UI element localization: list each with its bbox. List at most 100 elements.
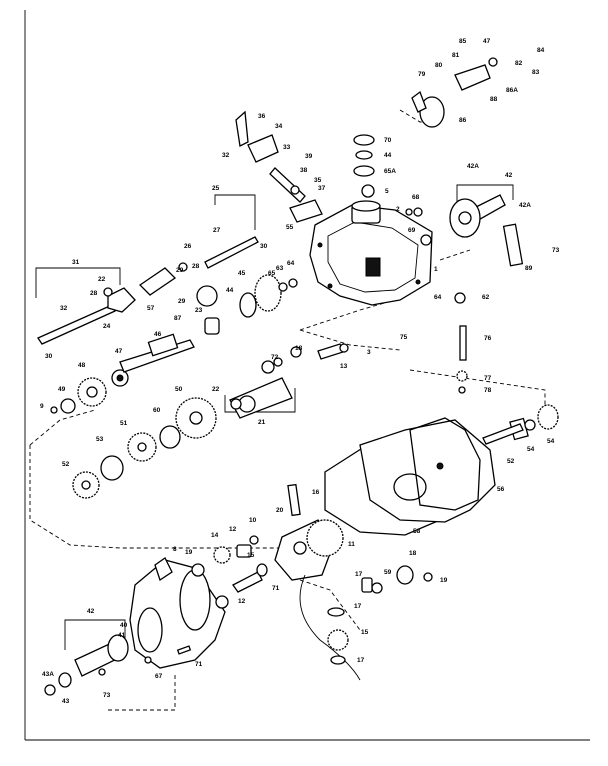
top-linkage-parts [235, 110, 323, 223]
label-58: 58 [413, 528, 421, 535]
label-65: 65 [268, 270, 276, 277]
label-40: 40 [120, 622, 128, 629]
label-75: 75 [400, 334, 408, 341]
label-71: 71 [272, 585, 280, 592]
label-46: 46 [154, 331, 162, 338]
shift-fork-assembly [37, 262, 188, 345]
label-19b: 19 [440, 577, 448, 584]
bevel-gear-assembly [196, 236, 298, 335]
label-27: 27 [213, 227, 221, 234]
label-53: 53 [96, 436, 104, 443]
label-72: 72 [271, 354, 279, 361]
frame-lines [24, 10, 590, 741]
label-1: 1 [434, 266, 438, 273]
label-29a: 29 [176, 267, 184, 274]
label-60: 60 [153, 407, 161, 414]
label-70: 70 [384, 137, 392, 144]
label-32b: 32 [60, 305, 68, 312]
label-84: 84 [537, 47, 545, 54]
label-42a: 42A [467, 163, 479, 170]
washer-stack [353, 134, 375, 198]
label-50: 50 [175, 386, 183, 393]
label-12b: 12 [238, 598, 246, 605]
label-44b: 44 [226, 287, 234, 294]
label-89: 89 [525, 265, 533, 272]
label-42b: 42 [87, 608, 95, 615]
label-59: 59 [384, 569, 392, 576]
label-18: 18 [295, 345, 303, 352]
label-28b: 28 [192, 263, 200, 270]
label-24: 24 [103, 323, 111, 330]
label-39: 39 [305, 153, 313, 160]
label-56: 56 [497, 486, 505, 493]
label-38: 38 [300, 167, 308, 174]
gear-train-upper [50, 333, 195, 414]
label-44: 44 [384, 152, 392, 159]
label-48: 48 [78, 362, 86, 369]
label-79: 79 [418, 71, 426, 78]
label-17c: 17 [357, 657, 365, 664]
label-45: 45 [238, 270, 246, 277]
label-23: 23 [195, 307, 203, 314]
label-76: 76 [484, 335, 492, 342]
label-20: 20 [276, 507, 284, 514]
label-32: 32 [222, 152, 230, 159]
label-30b: 30 [45, 353, 53, 360]
label-9: 9 [40, 403, 44, 410]
label-42a-2: 42A [519, 202, 531, 209]
label-71b: 71 [195, 661, 203, 668]
label-8: 8 [173, 546, 177, 553]
part-number-labels: 85 47 84 81 82 83 80 86A 88 79 86 36 34 … [40, 38, 560, 705]
label-63: 63 [276, 265, 284, 272]
lower-small-parts [98, 207, 559, 676]
label-15: 15 [247, 552, 255, 559]
label-41: 41 [118, 632, 126, 639]
label-26: 26 [184, 243, 192, 250]
label-13: 13 [340, 363, 348, 370]
label-51: 51 [120, 420, 128, 427]
label-62: 62 [482, 294, 490, 301]
label-36: 36 [258, 113, 266, 120]
bracket-lines [35, 184, 514, 650]
label-86a: 86A [506, 87, 518, 94]
label-80: 80 [435, 62, 443, 69]
label-68: 68 [412, 194, 420, 201]
differential-assembly [274, 483, 361, 681]
label-3: 3 [367, 349, 371, 356]
label-47: 47 [483, 38, 491, 45]
label-22b: 22 [212, 386, 220, 393]
label-67: 67 [155, 673, 163, 680]
label-52b: 52 [507, 458, 515, 465]
label-52: 52 [62, 461, 70, 468]
label-81: 81 [452, 52, 460, 59]
label-64: 64 [287, 260, 295, 267]
label-49: 49 [58, 386, 66, 393]
label-29b: 29 [178, 298, 186, 305]
label-42: 42 [505, 172, 513, 179]
axle-shaft-right [449, 194, 524, 267]
label-54b: 54 [547, 438, 555, 445]
label-33: 33 [283, 144, 291, 151]
label-10: 10 [249, 517, 257, 524]
label-11: 11 [348, 541, 355, 548]
label-83: 83 [532, 69, 540, 76]
label-73b: 73 [103, 692, 111, 699]
label-21: 21 [258, 419, 266, 426]
label-2: 2 [396, 206, 400, 213]
label-22a: 22 [98, 276, 106, 283]
axle-housing [129, 557, 226, 669]
label-43: 43 [62, 698, 70, 705]
label-34: 34 [275, 123, 283, 130]
label-55: 55 [286, 224, 294, 231]
label-43a: 43A [42, 671, 54, 678]
label-35: 35 [314, 177, 322, 184]
label-30a: 30 [260, 243, 268, 250]
label-65a: 65A [384, 168, 396, 175]
label-25: 25 [212, 185, 220, 192]
label-54: 54 [527, 446, 535, 453]
label-47b: 47 [115, 348, 123, 355]
main-housing [309, 200, 433, 306]
label-82: 82 [515, 60, 523, 67]
label-73a: 73 [552, 247, 560, 254]
